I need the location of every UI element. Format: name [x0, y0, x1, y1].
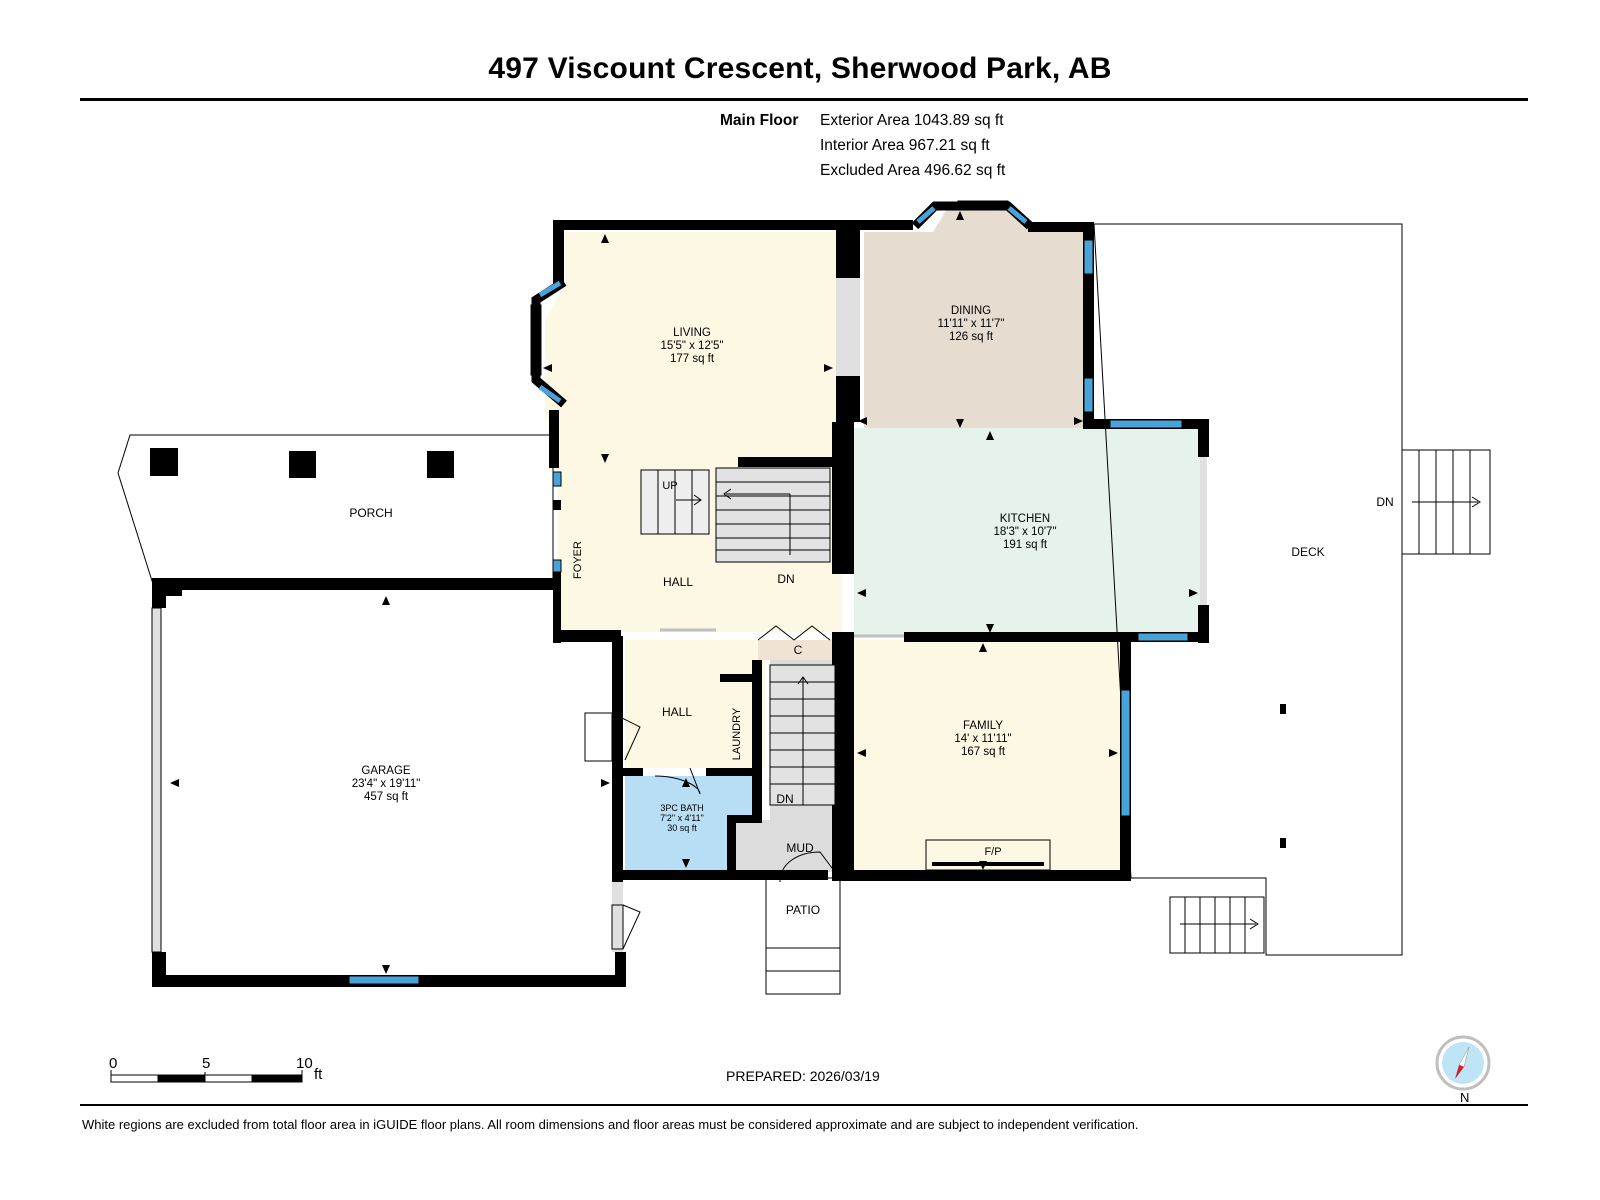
deck-stair-2-arrowhead [1249, 918, 1259, 930]
hall-small-label: HALL [662, 705, 692, 719]
dining-dims: 11'11" x 11'7" [938, 318, 1005, 330]
foyer-label: FOYER [572, 541, 584, 579]
garage-name: GARAGE [361, 765, 411, 777]
garage-label: GARAGE 23'4" x 19'11" 457 sq ft [352, 765, 421, 803]
compass-icon [1435, 1035, 1491, 1091]
compass-label: N [1460, 1090, 1470, 1105]
patio-label: PATIO [786, 903, 820, 917]
area-values: Exterior Area 1043.89 sq ft Interior Are… [820, 108, 1005, 183]
exterior-area: Exterior Area 1043.89 sq ft [820, 112, 1004, 129]
garage-dims: 23'4" x 19'11" [352, 778, 421, 790]
porch-outline [117, 434, 554, 585]
stair-gray-fill [716, 468, 830, 562]
stair-dn-label: DN [777, 572, 794, 586]
kitchen-name: KITCHEN [1000, 513, 1050, 525]
laundry-label: LAUNDRY [731, 707, 743, 760]
dining-label: DINING 11'11" x 11'7" 126 sq ft [938, 305, 1005, 343]
header-rule [80, 98, 1528, 101]
living-name: LIVING [673, 327, 711, 339]
hall-small-fill [625, 640, 765, 768]
kitchen-right-opening [1200, 457, 1207, 605]
deck-post [1280, 838, 1286, 848]
kitchen-dims: 18'3" x 10'7" [993, 526, 1056, 538]
garage-area: 457 sq ft [364, 791, 409, 803]
closet-label: C [794, 643, 803, 657]
family-label: FAMILY 14' x 11'11" 167 sq ft [954, 720, 1011, 758]
bath-area: 30 sq ft [667, 823, 697, 833]
scale-label-5: 5 [202, 1055, 211, 1072]
doors [584, 625, 904, 950]
dining-area: 126 sq ft [949, 331, 994, 343]
family-fill [854, 640, 1124, 872]
deck-stair-arrowhead [1471, 496, 1481, 508]
scale-label-0: 0 [109, 1055, 118, 1072]
family-dims: 14' x 11'11" [954, 733, 1011, 745]
prepared-date: PREPARED: 2026/03/19 [726, 1068, 880, 1084]
bath-dims: 7'2" x 4'11" [660, 813, 704, 823]
stair-up-label: UP [662, 480, 677, 492]
porch-label: PORCH [349, 506, 392, 520]
family-name: FAMILY [963, 720, 1003, 732]
kitchen-area: 191 sq ft [1003, 539, 1048, 551]
footer-rule [80, 1104, 1528, 1106]
main-stairs [640, 467, 831, 563]
living-fill [545, 232, 842, 632]
living-opening [836, 278, 860, 376]
dining-fill [864, 204, 1085, 428]
plan-title: 497 Viscount Crescent, Sherwood Park, AB [488, 52, 1112, 85]
closet-fill [758, 640, 840, 660]
dining-name: DINING [951, 305, 991, 317]
living-area: 177 sq ft [670, 353, 715, 365]
floor-label: Main Floor [720, 112, 799, 129]
deck-stair-2 [1169, 896, 1265, 954]
mud-stairs [769, 664, 836, 806]
bay-glass [538, 206, 1028, 404]
bath-label: 3PC BATH 7'2" x 4'11" 30 sq ft [660, 803, 704, 833]
stair-dn-2-label: DN [776, 792, 793, 806]
excluded-area: Excluded Area 496.62 sq ft [820, 162, 1006, 179]
porch-post [427, 451, 454, 478]
kitchen-fill [854, 428, 1206, 635]
scale-bar [110, 1070, 303, 1083]
deck-label: DECK [1291, 545, 1324, 559]
deck-post [1280, 704, 1286, 714]
disclaimer: White regions are excluded from total fl… [82, 1117, 1139, 1132]
interior-area: Interior Area 967.21 sq ft [820, 137, 990, 154]
kitchen-label: KITCHEN 18'3" x 10'7" 191 sq ft [993, 513, 1056, 551]
dimension-markers [170, 211, 1198, 974]
hall-main-label: HALL [663, 575, 693, 589]
scale-label-10: 10 [296, 1055, 313, 1072]
fireplace-label: F/P [984, 846, 1001, 858]
scale-unit: ft [314, 1066, 323, 1083]
living-label: LIVING 15'5" x 12'5" 177 sq ft [660, 327, 723, 365]
living-dims: 15'5" x 12'5" [660, 340, 723, 352]
patio-outline [765, 877, 841, 995]
bath-name: 3PC BATH [660, 803, 703, 813]
mud-label: MUD [786, 841, 814, 855]
deck-stair-2-treads [1184, 897, 1246, 953]
fireplace-hearth [932, 862, 1044, 866]
porch-post [150, 448, 178, 476]
deck-dn-label: DN [1376, 495, 1393, 509]
garage-left-wall [151, 607, 162, 953]
family-area: 167 sq ft [961, 746, 1006, 758]
porch-post [289, 451, 316, 478]
